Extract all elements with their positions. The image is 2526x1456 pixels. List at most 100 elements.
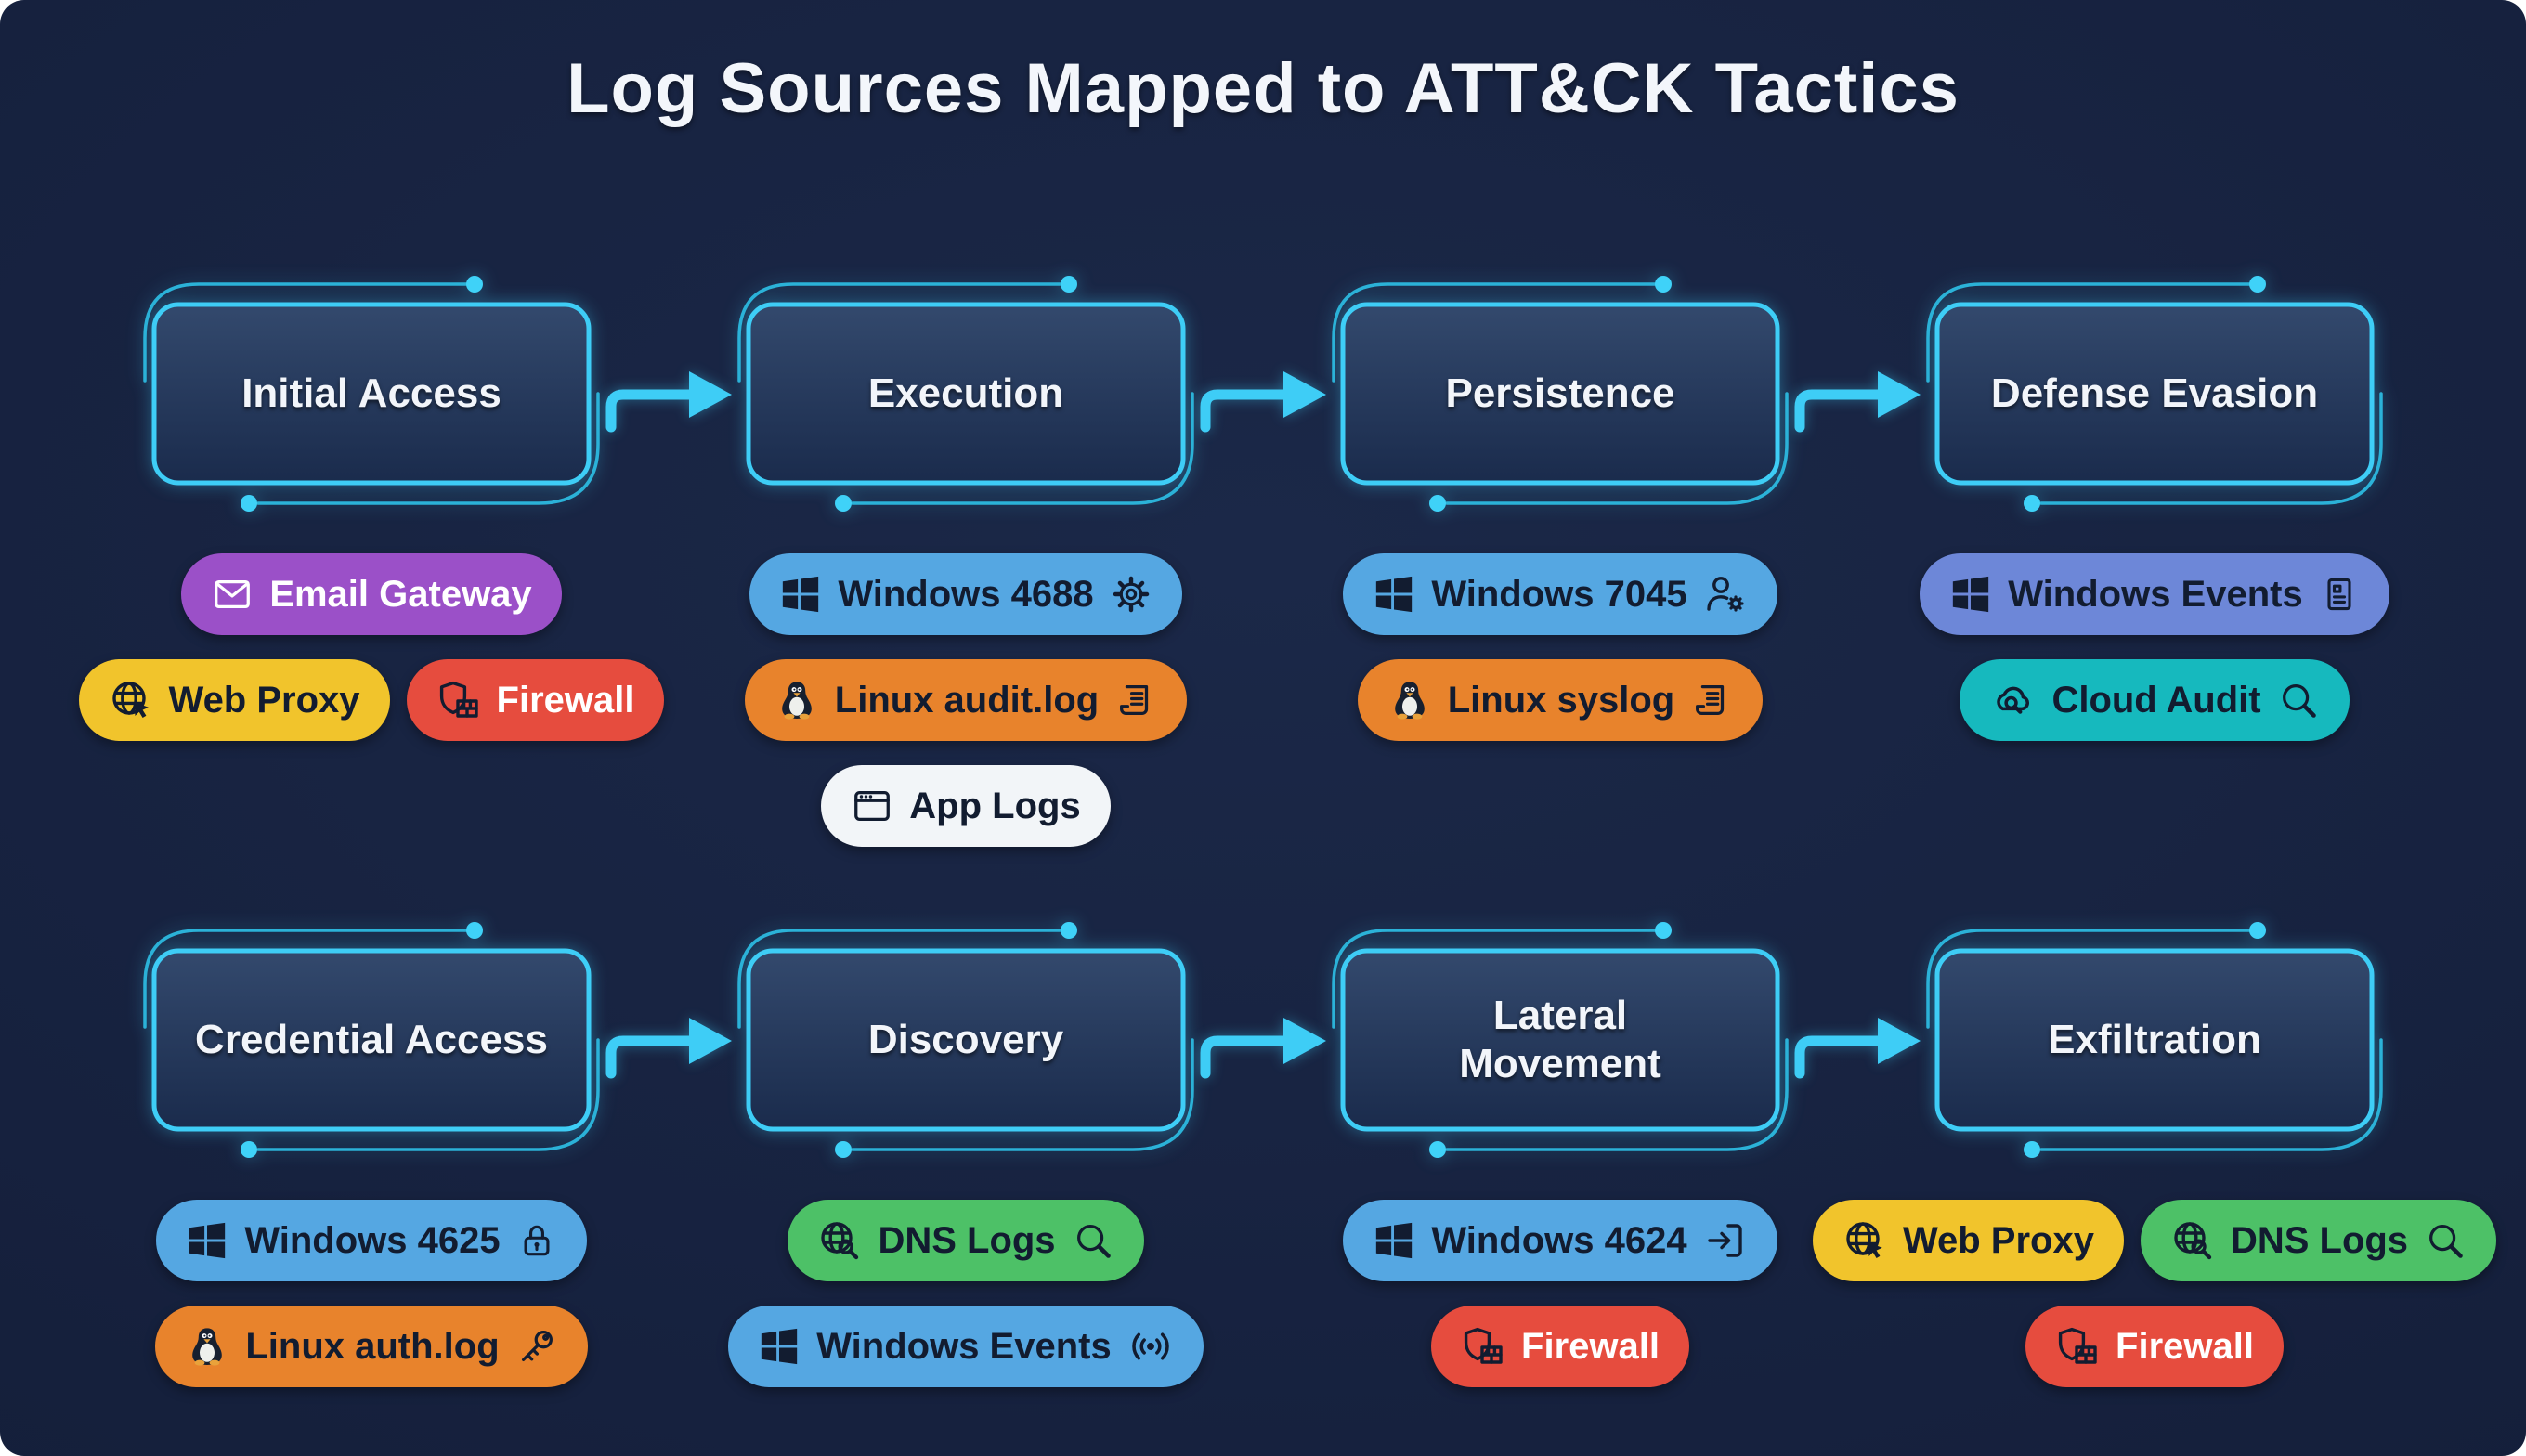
tactic-label: Discovery: [867, 1017, 1064, 1063]
log-source-row: Windows 4688: [749, 553, 1182, 635]
log-source-row: Linux auth.log: [155, 1306, 588, 1387]
log-source-row: Windows 4624: [1343, 1200, 1777, 1281]
tactic-box: Defense Evasion: [1922, 267, 2387, 520]
log-source-row: Windows 4625: [156, 1200, 587, 1281]
app-window-icon: [851, 785, 893, 827]
tactic-box: Discovery: [734, 914, 1198, 1166]
tactic-box: Execution: [734, 267, 1198, 520]
document-icon: [2319, 574, 2360, 615]
key-icon: [515, 1325, 558, 1368]
log-source-pill: Firewall: [1431, 1306, 1689, 1387]
log-source-label: Windows 4625: [244, 1219, 501, 1261]
globe-magnifier-icon: [817, 1218, 862, 1263]
log-source-label: Firewall: [1521, 1325, 1660, 1367]
login-arrow-icon: [1703, 1218, 1748, 1263]
log-source-label: Firewall: [496, 679, 635, 721]
tactic-label: Exfiltration: [2048, 1017, 2261, 1063]
log-source-row: Web Proxy DNS Logs: [1812, 1200, 2497, 1281]
broadcast-icon: [1127, 1323, 1174, 1370]
flow-arrow-icon: [604, 267, 734, 520]
log-source-pill: Linux audit.log: [744, 659, 1188, 741]
flow-arrow-icon: [1198, 267, 1328, 520]
tux-penguin-icon: [185, 1324, 229, 1369]
log-source-row: Email Gateway: [181, 553, 562, 635]
scroll-icon: [1690, 679, 1733, 722]
log-source-label: Windows 7045: [1431, 573, 1687, 615]
magnifier-icon: [2424, 1219, 2467, 1262]
log-source-label: Windows 4624: [1431, 1219, 1687, 1261]
log-source-pill: App Logs: [821, 765, 1111, 847]
log-source-label: DNS Logs: [2230, 1219, 2409, 1261]
log-source-pill: Windows 4624: [1343, 1200, 1777, 1281]
log-source-label: Linux audit.log: [834, 679, 1100, 721]
log-source-pill: Windows Events: [1920, 553, 2389, 635]
tactic-label: Defense Evasion: [1990, 370, 2319, 417]
tactic-label: Persistence: [1445, 370, 1675, 417]
tactic-box: Initial Access: [139, 267, 604, 520]
tactic-label: Credential Access: [195, 1017, 548, 1063]
log-source-label: Firewall: [2116, 1325, 2254, 1367]
log-source-pill: Windows 4625: [156, 1200, 587, 1281]
globe-cursor-icon: [1842, 1218, 1887, 1263]
flow-arrow-icon: [1198, 914, 1328, 1166]
log-source-pill: Linux syslog: [1357, 659, 1764, 741]
log-source-label: Web Proxy: [1902, 1219, 2094, 1261]
windows-logo-icon: [779, 573, 822, 616]
log-source-pill: Linux auth.log: [155, 1306, 588, 1387]
log-source-row: Firewall: [2025, 1306, 2284, 1387]
log-source-row: Linux audit.log: [744, 659, 1188, 741]
log-source-label: Windows Events: [2008, 573, 2303, 615]
log-source-pill: Web Proxy: [1812, 1200, 2124, 1281]
tactic-box: Credential Access: [139, 914, 604, 1166]
flow-arrow-icon: [604, 914, 734, 1166]
log-source-pill: Web Proxy: [78, 659, 390, 741]
tactic-label: Execution: [867, 370, 1064, 417]
magnifier-icon: [2277, 679, 2320, 722]
log-source-row: Windows Events: [728, 1306, 1204, 1387]
log-source-row: Firewall: [1431, 1306, 1689, 1387]
tactic-label: Lateral Movement: [1459, 993, 1661, 1086]
tactic-box: Persistence: [1328, 267, 1792, 520]
log-source-label: Cloud Audit: [2051, 679, 2261, 721]
windows-logo-icon: [186, 1219, 228, 1262]
log-source-pill: Windows Events: [728, 1306, 1204, 1387]
log-source-label: Linux syslog: [1447, 679, 1675, 721]
shield-bricks-icon: [436, 678, 481, 722]
log-source-pill: Firewall: [406, 659, 665, 741]
windows-logo-icon: [1949, 573, 1992, 616]
log-source-row: App Logs: [821, 765, 1111, 847]
scroll-icon: [1114, 679, 1157, 722]
log-source-label: App Logs: [909, 785, 1081, 826]
tux-penguin-icon: [1387, 678, 1432, 722]
log-source-label: DNS Logs: [878, 1219, 1056, 1261]
globe-magnifier-icon: [2170, 1218, 2215, 1263]
windows-logo-icon: [758, 1325, 801, 1368]
log-source-row: Cloud Audit: [1960, 659, 2350, 741]
envelope-icon: [211, 573, 254, 616]
windows-logo-icon: [1373, 1219, 1415, 1262]
cloud-magnifier-icon: [1989, 677, 2036, 723]
user-gear-icon: [1703, 572, 1748, 617]
log-source-label: Linux auth.log: [245, 1325, 500, 1367]
page-title: Log Sources Mapped to ATT&CK Tactics: [566, 49, 1960, 128]
shield-bricks-icon: [1461, 1324, 1505, 1369]
log-source-row: DNS Logs: [788, 1200, 1144, 1281]
log-source-pill: Firewall: [2025, 1306, 2284, 1387]
tactic-box: Exfiltration: [1922, 914, 2387, 1166]
